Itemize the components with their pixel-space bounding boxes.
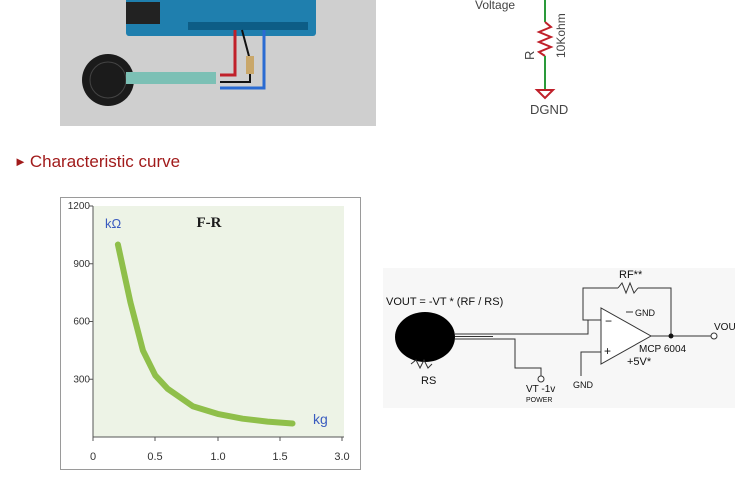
amplifier-circuit: VOUT = -VT * (RF / RS) RS RF** − + GND G…	[383, 268, 742, 408]
x-tick-label: 0	[90, 451, 96, 463]
y-axis-label: kΩ	[105, 216, 122, 231]
opamp-label: MCP 6004	[639, 344, 687, 355]
rf-resistor	[617, 281, 639, 295]
chart-title: F-R	[197, 215, 222, 231]
y-tick-label: 1200	[68, 201, 91, 212]
rs-resistor	[410, 358, 433, 370]
x-tick-label: 3.0	[334, 451, 349, 463]
resistor-value: 10Kohm	[554, 13, 568, 58]
svg-text:+: +	[604, 344, 611, 358]
rs-label: RS	[421, 375, 436, 387]
sensor-disc-icon	[395, 312, 455, 362]
rf-label: RF**	[619, 269, 643, 281]
chart-svg: 300 600 900 1200 0 0.5 1.0 1.5 3.0 F-R kΩ kg	[68, 201, 350, 463]
vout-formula: VOUT = -VT * (RF / RS)	[386, 296, 503, 308]
section-heading: ►Characteristic curve	[14, 152, 180, 172]
resistor-label: R	[522, 51, 537, 60]
vt-label: VT -1v	[526, 384, 555, 395]
triangle-bullet-icon: ►	[14, 154, 27, 169]
y-tick-label: 900	[73, 259, 90, 270]
ground-label: DGND	[530, 102, 568, 117]
characteristic-chart: 300 600 900 1200 0 0.5 1.0 1.5 3.0 F-R kΩ kg	[60, 197, 361, 470]
voltage-label: Voltage	[475, 0, 515, 12]
vout-label: VOUT	[714, 322, 735, 333]
section-heading-text: Characteristic curve	[29, 152, 181, 171]
gnd-label-1: GND	[635, 308, 656, 318]
x-tick-label: 0.5	[147, 451, 162, 463]
svg-text:−: −	[605, 314, 612, 328]
plot-area	[93, 206, 344, 437]
gnd-label-2: GND	[573, 380, 594, 390]
y-tick-label: 600	[73, 317, 90, 328]
ground-symbol	[534, 89, 556, 100]
usb-jack	[126, 2, 160, 24]
wiring-illustration	[60, 0, 376, 126]
x-tick-label: 1.5	[272, 451, 287, 463]
arduino-wiring-diagram	[60, 0, 376, 126]
y-tick-label: 300	[73, 374, 90, 385]
resistor-symbol	[536, 21, 554, 57]
resistor-schematic: Voltage R 10Kohm DGND	[440, 0, 640, 120]
x-tick-label: 1.0	[210, 451, 225, 463]
x-axis-label: kg	[313, 411, 328, 427]
opamp-symbol	[600, 307, 653, 365]
supply-label: +5V*	[627, 356, 652, 368]
series-line	[114, 241, 296, 427]
power-label: POWER	[526, 397, 552, 404]
